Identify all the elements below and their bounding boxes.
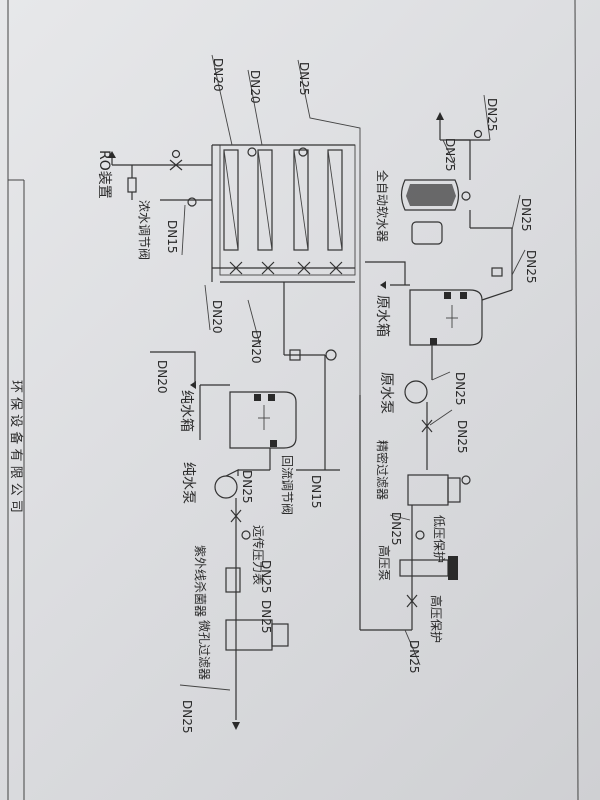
dn20-label: DN20: [249, 330, 263, 364]
gauge-icon: [247, 147, 257, 157]
dn25-label: DN25: [259, 600, 273, 634]
softener-label: 全自动软水器: [375, 170, 390, 242]
concentrate-valve-label: 浓水调节阀: [137, 200, 151, 260]
brine-tank-icon: [411, 221, 443, 245]
gauge-icon: [325, 349, 337, 361]
right-border-line: [574, 0, 579, 800]
dn25-label: DN25: [519, 198, 533, 232]
flowmeter-icon: [127, 177, 137, 193]
low-protect-label: 低压保护: [432, 515, 446, 563]
raw-water-tank: [409, 289, 483, 346]
dn15-label: DN15: [165, 220, 179, 254]
raw-pump-icon: [404, 380, 428, 404]
company-name-text: 环 保 设 备 有 限 公 司: [8, 380, 24, 513]
uv-label: 紫外线杀菌器: [193, 545, 208, 617]
ro-membrane-1: [223, 149, 239, 251]
dn15-label: DN15: [309, 475, 323, 509]
gauge-icon: [187, 197, 197, 207]
uv-sterilizer-icon: [225, 567, 241, 593]
ro-membrane-rack: [211, 144, 356, 283]
remote-gauge-icon: [241, 530, 251, 540]
dn25-label: DN25: [389, 512, 403, 546]
raw-tank-label: 原水箱: [374, 295, 390, 337]
pure-pump-label: 纯水泵: [180, 462, 196, 504]
raw-pump-label: 原水泵: [378, 372, 394, 414]
dn20-label: DN20: [210, 300, 224, 334]
pure-tank-label: 纯水箱: [178, 390, 194, 432]
low-pressure-switch-icon: [415, 530, 425, 540]
gauge-icon: [298, 147, 308, 157]
auto-softener: [400, 179, 471, 245]
dn25-label: DN25: [297, 62, 311, 96]
high-protect-label: 高压保护: [429, 595, 444, 643]
pure-water-tank: [229, 391, 297, 449]
ro-unit-label: RO装置: [96, 150, 112, 199]
micro-filter-label: 微孔过滤器: [197, 620, 211, 680]
dn25-label: DN25: [180, 700, 194, 734]
remote-pressure-label: 远传压力表: [251, 525, 266, 585]
pure-pump-icon: [214, 475, 238, 499]
ro-membrane-4: [327, 149, 343, 251]
dn25-label: DN25: [443, 138, 457, 172]
dn20-label: DN20: [211, 58, 225, 92]
ro-membrane-2: [257, 149, 273, 251]
gauge-icon: [461, 475, 471, 485]
high-pump-label: 高压泵: [377, 545, 392, 581]
fine-filter-icon: [407, 474, 449, 506]
return-valve-label: 回流调节阀: [280, 455, 294, 515]
product-flowmeter-icon: [289, 349, 301, 361]
dn20-label: DN20: [155, 360, 169, 394]
dn25-label: DN25: [453, 372, 467, 406]
dn25-label: DN25: [524, 250, 538, 284]
ro-membrane-3: [293, 149, 309, 251]
dn25-label: DN25: [407, 640, 421, 674]
fine-filter-label: 精密过滤器: [375, 440, 390, 500]
dn25-label: DN25: [259, 560, 273, 594]
dn25-label: DN25: [485, 98, 499, 132]
dn25-label: DN25: [240, 470, 254, 504]
dn20-label: DN20: [248, 70, 262, 104]
concentrate-valve-icon: [169, 159, 183, 171]
dn25-label: DN25: [455, 420, 469, 454]
